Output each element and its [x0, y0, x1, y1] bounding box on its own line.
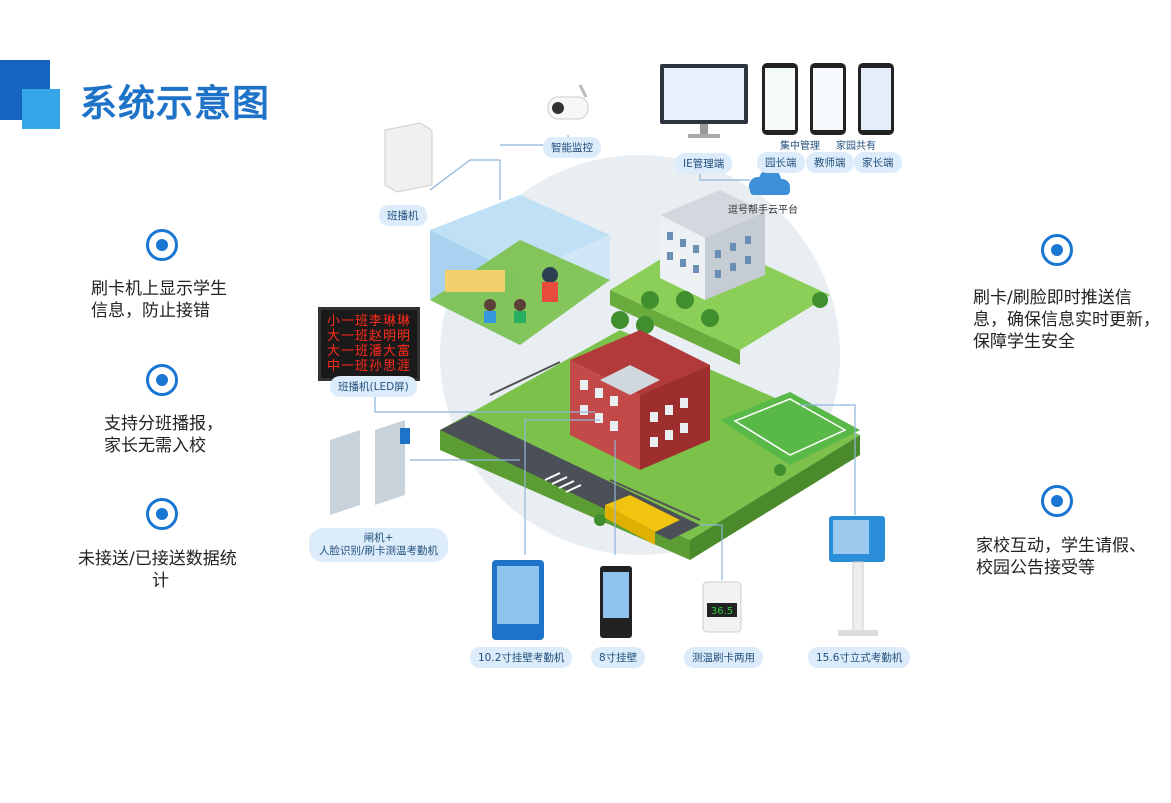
- feature-text-line: 支持分班播报，: [104, 414, 223, 434]
- wall-terminal-8-label: 8寸挂壁: [591, 647, 646, 668]
- page-title: 系统示意图: [80, 82, 270, 125]
- logo-square-light: [22, 89, 60, 129]
- cloud-icon: [749, 169, 790, 195]
- led-screen-label: 班播机(LED屏): [330, 376, 417, 397]
- sports-field: [720, 392, 860, 465]
- ie-admin-label: IE管理端: [675, 153, 733, 174]
- school-building: [570, 330, 710, 395]
- feature-text-line: 保障学生安全: [973, 332, 1075, 352]
- feature-text-line: 息，确保信息实时更新，: [973, 310, 1160, 330]
- feature-left-1: 刷卡机上显示学生 信息，防止接错: [91, 278, 227, 322]
- speaker-device: [384, 122, 433, 193]
- camera-label: 智能监控: [543, 137, 601, 158]
- led-line: 小一班李琳琳: [327, 314, 412, 329]
- gate-device: [330, 430, 360, 515]
- principal-label: 园长端: [757, 152, 805, 173]
- feature-right-1: 刷卡/刷脸即时推送信 息，确保信息实时更新， 保障学生安全: [973, 287, 1160, 353]
- cloud-platform-label: 逗号帮手云平台: [728, 205, 798, 216]
- feature-text-line: 家长无需入校: [104, 436, 206, 456]
- campus-diagram: 36.5: [330, 63, 894, 640]
- led-line: 中一班孙思涯: [327, 359, 412, 374]
- speaker-label: 班播机: [379, 205, 427, 226]
- centralized-label: 集中管理: [780, 141, 820, 152]
- feature-text-line: 刷卡/刷脸即时推送信: [973, 288, 1132, 308]
- feature-right-2: 家校互动，学生请假、 校园公告接受等: [976, 535, 1146, 579]
- wall-terminal-10-label: 10.2寸挂壁考勤机: [470, 647, 573, 668]
- gate-label: 闸机+ 人脸识别/刷卡测温考勤机: [309, 528, 449, 562]
- feature-text-line: 家校互动，学生请假、: [976, 536, 1146, 556]
- led-screen: 小一班李琳琳 大一班赵明明 大一班潘大富 中一班孙思涯: [318, 307, 421, 381]
- shared-label: 家园共有: [836, 141, 876, 152]
- school-bus: [605, 495, 680, 532]
- feature-left-2: 支持分班播报， 家长无需入校: [104, 413, 223, 457]
- parent-label: 家长端: [854, 152, 902, 173]
- feature-text-line: 计: [152, 571, 169, 591]
- bullet-icon: [1041, 485, 1073, 517]
- feature-text-line: 未接送/已接送数据统: [78, 549, 237, 569]
- feature-text-line: 刷卡机上显示学生: [91, 279, 227, 299]
- feature-text-line: 信息，防止接错: [91, 301, 210, 321]
- feature-text-line: 校园公告接受等: [976, 558, 1095, 578]
- standing-kiosk-label: 15.6寸立式考勤机: [808, 647, 911, 668]
- temperature-readout: 36.5: [711, 606, 733, 617]
- office-building: [660, 190, 765, 238]
- bullet-icon: [1041, 234, 1073, 266]
- temperature-device-label: 测温刷卡两用: [684, 647, 763, 668]
- led-line: 大一班赵明明: [327, 329, 412, 344]
- gate-label-line: 人脸识别/刷卡测温考勤机: [319, 545, 439, 557]
- teacher-label: 教师端: [806, 152, 854, 173]
- bullet-icon: [146, 364, 178, 396]
- bullet-icon: [146, 498, 178, 530]
- gate-label-line: 闸机+: [363, 532, 394, 544]
- led-line: 大一班潘大富: [327, 344, 412, 359]
- feature-left-3: 未接送/已接送数据统 计: [78, 548, 243, 592]
- bullet-icon: [146, 229, 178, 261]
